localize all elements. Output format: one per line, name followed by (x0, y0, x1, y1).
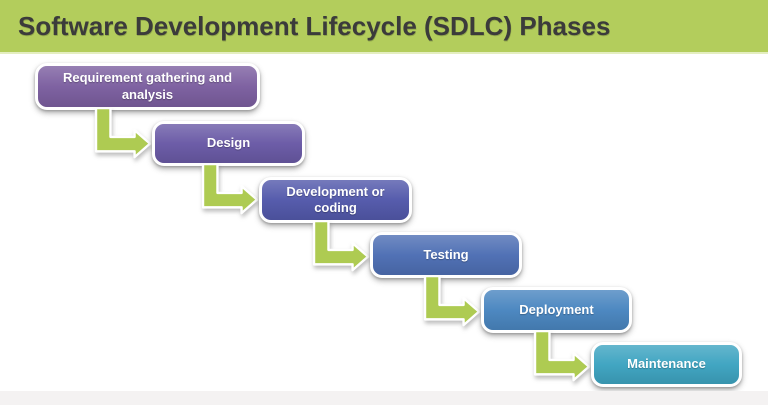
flow-arrow-5-icon (533, 331, 591, 382)
phase-label: Requirement gathering and analysis (62, 70, 233, 102)
arrow-shape (312, 221, 370, 272)
page-title: Software Development Lifecycle (SDLC) Ph… (18, 10, 611, 41)
flow-arrow-2-icon (201, 164, 259, 215)
arrow-shape (94, 108, 152, 159)
phase-box-requirement-gathering: Requirement gathering and analysis (35, 63, 260, 110)
flow-arrow-4-icon (423, 276, 481, 327)
phase-label: Testing (423, 246, 469, 262)
phase-box-maintenance: Maintenance (591, 342, 742, 387)
phase-box-design: Design (152, 121, 305, 166)
phase-label: Development or coding (286, 183, 385, 215)
phase-box-deployment: Deployment (481, 287, 632, 333)
phase-label: Deployment (519, 301, 594, 317)
arrow-shape (533, 331, 591, 382)
phase-box-testing: Testing (370, 232, 522, 278)
flow-arrow-1-icon (94, 108, 152, 159)
arrow-shape (423, 276, 481, 327)
arrow-shape (201, 164, 259, 215)
phase-label: Maintenance (627, 356, 706, 372)
phase-box-development: Development or coding (259, 177, 412, 223)
phase-label: Design (206, 135, 251, 151)
flow-arrow-3-icon (312, 221, 370, 272)
bottom-strip (0, 391, 768, 405)
header-bar: Software Development Lifecycle (SDLC) Ph… (0, 0, 768, 54)
